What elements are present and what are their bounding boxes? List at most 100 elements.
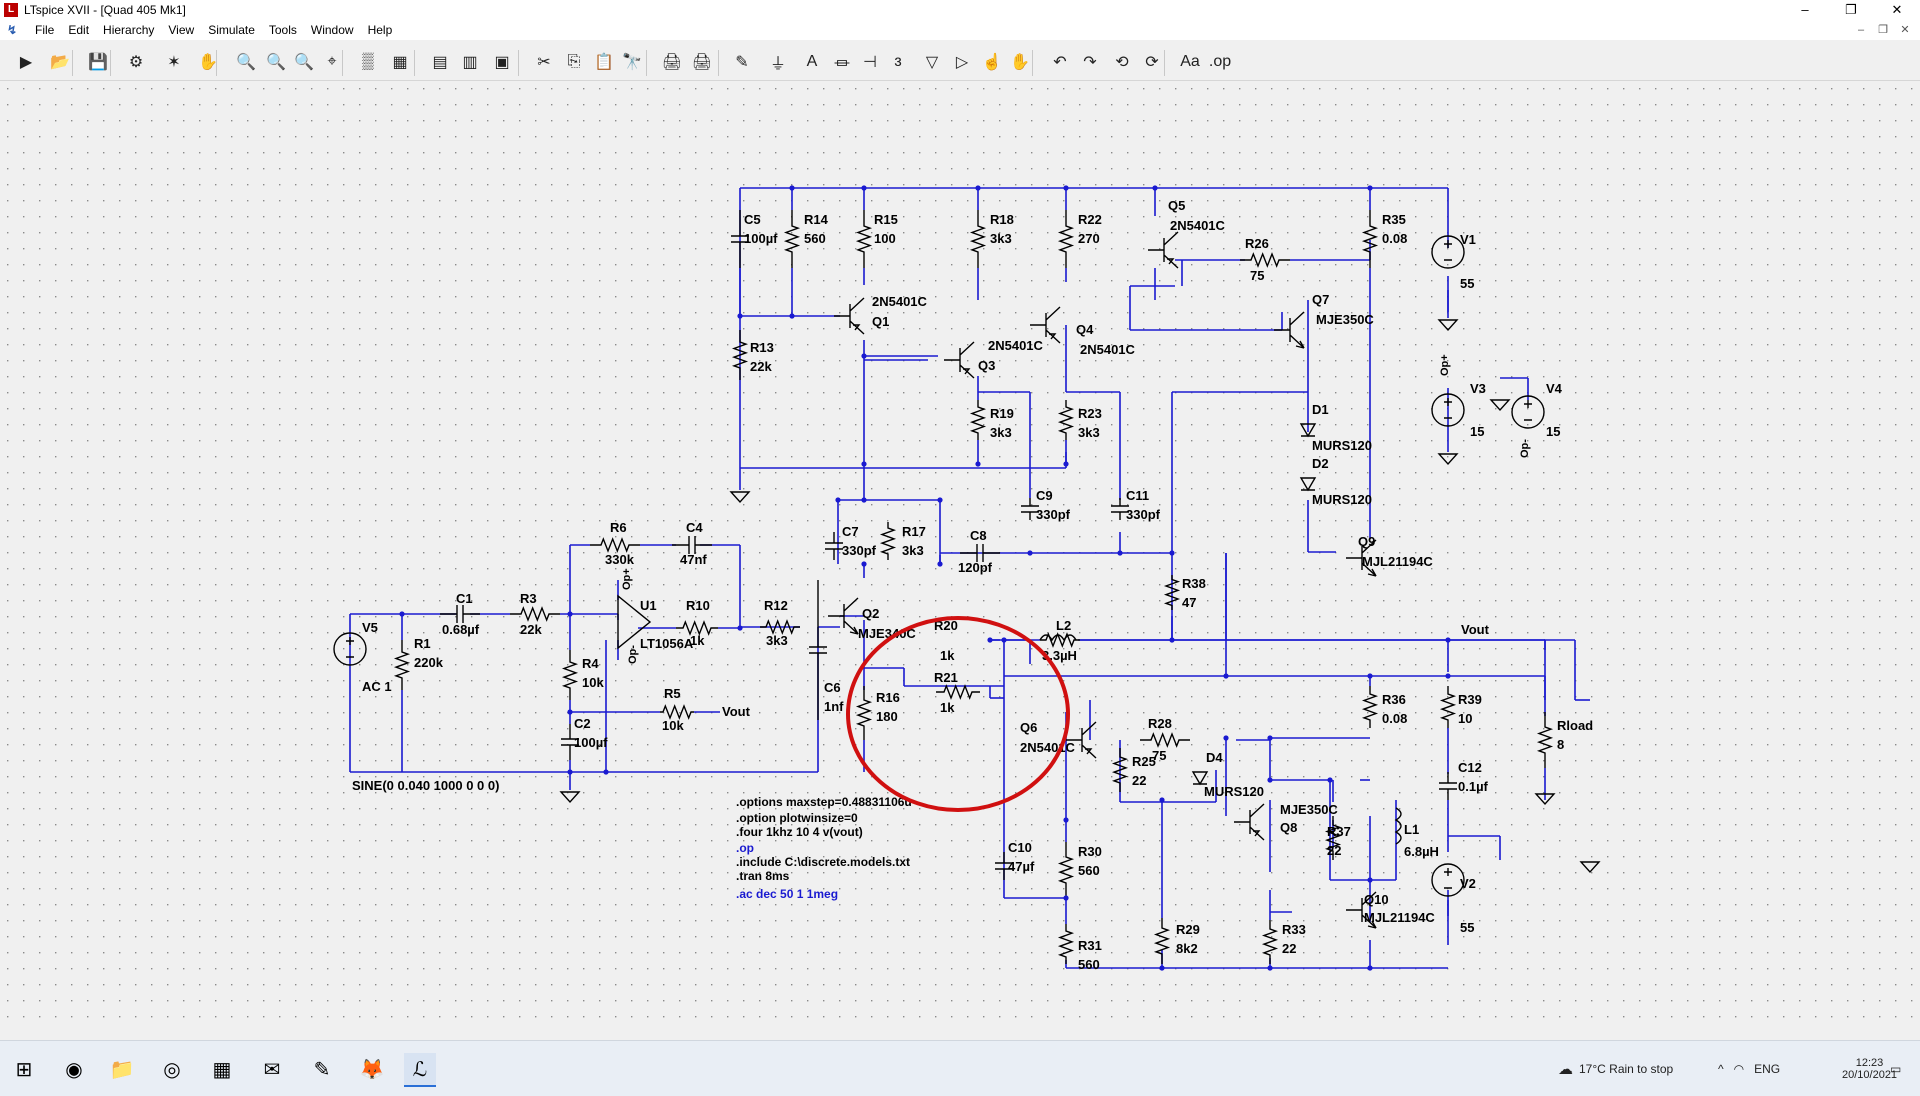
transistor-Q7[interactable] [1274, 311, 1305, 349]
ground-symbol[interactable] [1437, 453, 1459, 466]
menu-simulate[interactable]: Simulate [208, 23, 255, 37]
menu-edit[interactable]: Edit [68, 23, 90, 37]
resistor-R37[interactable] [1324, 816, 1342, 860]
minimize-button[interactable]: – [1801, 2, 1809, 17]
print-setup-icon[interactable]: 🖨 [661, 54, 683, 71]
resistor-R36[interactable] [1361, 686, 1379, 728]
menu-tools[interactable]: Tools [268, 23, 297, 37]
ground-icon[interactable]: ⏚ [769, 56, 786, 73]
resistor-icon[interactable]: ⏛ [833, 56, 850, 73]
text-icon[interactable]: Aa [1180, 53, 1200, 70]
clock-date[interactable]: 20/10/2021 [1842, 1068, 1898, 1081]
capacitor-C12[interactable] [1439, 772, 1457, 800]
voltage-source-V5[interactable] [333, 632, 367, 666]
diode-D2[interactable] [1299, 477, 1317, 492]
calculator-icon[interactable]: ▦ [212, 1058, 232, 1081]
undo-icon[interactable]: ↶ [1053, 54, 1067, 71]
resistor-R12[interactable] [760, 619, 800, 635]
capacitor-icon[interactable]: ⊣ [863, 54, 877, 71]
component-icon[interactable]: ▷ [955, 54, 969, 71]
print-icon[interactable]: 🖨 [691, 54, 713, 71]
resistor-R4[interactable] [561, 650, 579, 700]
resistor-R26[interactable] [1240, 252, 1290, 268]
firefox-icon[interactable]: 🦊 [359, 1058, 385, 1081]
paste-icon[interactable]: 📋 [594, 54, 614, 71]
ground-symbol[interactable] [729, 491, 751, 504]
resistor-R18[interactable] [969, 210, 987, 268]
capacitor-C1[interactable] [440, 605, 480, 623]
transistor-Q6[interactable] [1066, 721, 1097, 759]
capacitor-C9[interactable] [1021, 498, 1039, 520]
capacitor-C8[interactable] [960, 544, 1000, 562]
zoom-out-icon[interactable]: 🔍 [294, 54, 314, 71]
maximize-button[interactable]: ❐ [1845, 2, 1857, 17]
capacitor-C7[interactable] [825, 532, 843, 560]
menu-hierarchy[interactable]: Hierarchy [103, 23, 155, 37]
language-indicator[interactable]: ENG [1754, 1061, 1781, 1076]
voltage-source-V4[interactable] [1511, 395, 1545, 429]
halt-icon[interactable]: ✶ [167, 54, 181, 71]
ground-symbol[interactable] [1534, 793, 1556, 806]
resistor-R23[interactable] [1057, 400, 1075, 440]
diode-D1[interactable] [1299, 423, 1317, 438]
wifi-icon[interactable]: ◠ [1733, 1061, 1745, 1076]
resistor-R29[interactable] [1153, 918, 1171, 964]
ground-symbol[interactable] [1579, 861, 1601, 874]
resistor-R14[interactable] [783, 210, 801, 268]
capacitor-C2[interactable] [561, 724, 579, 760]
capacitor-C6[interactable] [809, 580, 827, 720]
control-panel-icon[interactable]: ⚙ [128, 54, 144, 71]
resistor-R17[interactable] [879, 522, 897, 560]
opamp-U1[interactable] [617, 594, 652, 650]
resistor-R3[interactable] [510, 606, 560, 622]
schematic-canvas[interactable]: R14560R15100R183k3R22270R350.08R1322kR19… [0, 81, 1920, 1021]
zoom-area-icon[interactable]: 🔍 [266, 54, 286, 71]
outlook-icon[interactable]: ✉ [263, 1058, 281, 1081]
resistor-R39[interactable] [1439, 686, 1457, 728]
close-button[interactable]: ✕ [1891, 2, 1903, 17]
voltage-source-V3[interactable] [1431, 393, 1465, 427]
menu-file[interactable]: File [35, 23, 55, 37]
chrome-icon[interactable]: ◎ [163, 1058, 181, 1081]
transistor-Q5[interactable] [1148, 231, 1179, 269]
file-explorer-icon[interactable]: 📁 [109, 1058, 135, 1081]
resistor-R38[interactable] [1163, 575, 1181, 610]
redo-icon[interactable]: ↷ [1083, 54, 1097, 71]
mdi-restore-button[interactable]: ❐ [1878, 24, 1888, 36]
tray-chevron-up-icon[interactable]: ^ [1718, 1061, 1724, 1076]
resistor-Rload[interactable] [1536, 712, 1554, 768]
transistor-Q1[interactable] [834, 297, 865, 335]
notifications-icon[interactable]: ▭ [1890, 1061, 1902, 1076]
chrome-canary-icon[interactable]: ◉ [65, 1058, 83, 1081]
clock-time[interactable]: 12:23 [1855, 1056, 1884, 1069]
resistor-R1[interactable] [393, 640, 411, 690]
mirror-icon[interactable]: ⟳ [1145, 54, 1159, 71]
menu-window[interactable]: Window [310, 23, 354, 37]
resistor-R16[interactable] [855, 686, 873, 740]
resistor-R20[interactable] [1040, 632, 1080, 648]
resistor-R19[interactable] [969, 400, 987, 440]
transistor-Q8[interactable] [1234, 803, 1265, 841]
capacitor-C11[interactable] [1111, 498, 1129, 520]
resistor-R31[interactable] [1057, 924, 1075, 964]
transistor-Q2[interactable] [828, 597, 859, 635]
transistor-Q4[interactable] [1030, 306, 1061, 344]
weather-icon[interactable]: ☁ [1558, 1060, 1573, 1078]
move-icon[interactable]: ☝ [982, 54, 1002, 71]
weather-text[interactable]: 17°C Rain to stop [1579, 1061, 1674, 1076]
resistor-R5[interactable] [660, 704, 694, 720]
menu-view[interactable]: View [168, 23, 195, 37]
resistor-R28[interactable] [1140, 732, 1190, 748]
grid-icon[interactable]: ▦ [392, 54, 408, 71]
wire-icon[interactable]: ✎ [735, 54, 749, 71]
copy-icon[interactable]: ⎘ [567, 53, 581, 70]
ltspice-icon[interactable]: ℒ [404, 1053, 436, 1087]
resistor-R10[interactable] [676, 620, 718, 636]
voltage-source-V2[interactable] [1431, 863, 1465, 897]
tile-h-icon[interactable]: ▤ [432, 54, 448, 71]
diode-D4[interactable] [1191, 771, 1209, 786]
inductor-L2[interactable] [1039, 634, 1077, 642]
zoom-in-icon[interactable]: 🔍 [236, 54, 256, 71]
ltspice-app-icon[interactable]: L [4, 3, 18, 17]
resistor-R6[interactable] [590, 537, 640, 553]
